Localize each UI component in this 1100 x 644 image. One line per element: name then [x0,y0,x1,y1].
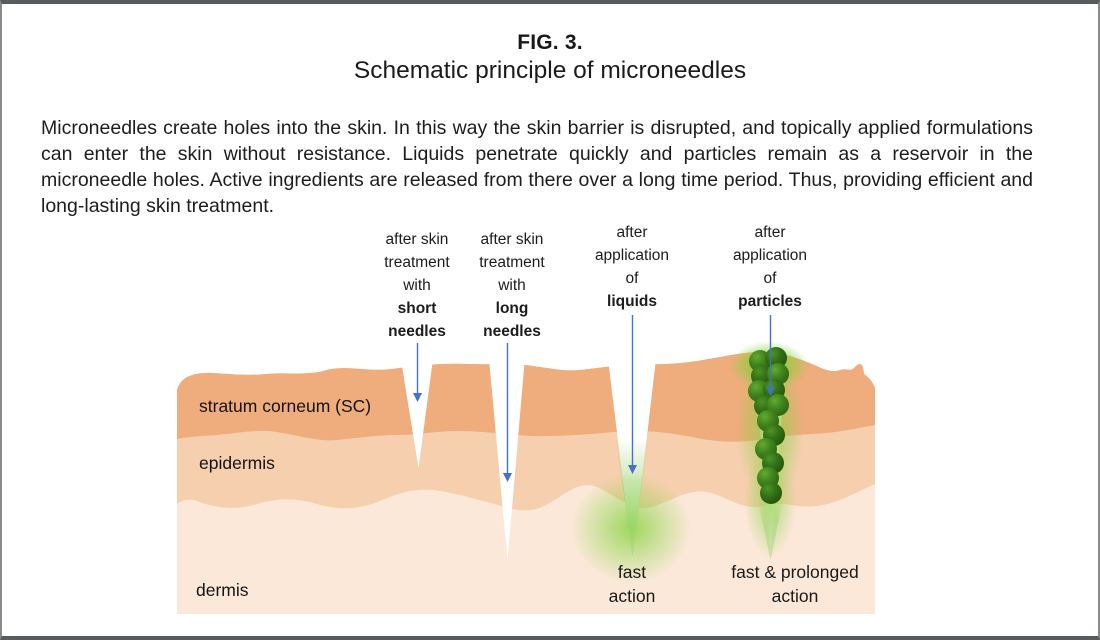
arrow-long-needles [503,343,512,482]
stratum-corneum-shape [177,351,875,442]
label-line: long [495,300,529,317]
microneedle-diagram: after skin treatment with short needles … [2,4,1100,644]
label-line: liquids [607,293,657,310]
label-after-short-needles: after skin treatment with short needles [355,228,479,343]
label-line: particles [738,293,802,310]
figure-number: FIG. 3. [517,31,583,54]
label-line: after [616,224,648,241]
skin-schematic-svg [177,315,875,614]
liquid-action-glow [571,438,691,583]
label-line: needles [483,323,541,340]
arrow-particles [766,315,775,396]
label-line: needles [388,323,446,340]
label-after-long-needles: after skin treatment with long needles [450,228,574,343]
label-line: with [498,277,526,294]
label-line: action [771,586,819,606]
label-line: application [594,247,670,264]
figure-title: Schematic principle of microneedles [353,57,747,84]
label-after-particles: after application of particles [708,221,832,313]
label-line: of [625,270,639,287]
label-line: application [732,247,808,264]
label-line: treatment [384,254,450,271]
particle-stack [748,347,789,504]
arrow-short-needles [413,343,422,402]
label-fast-prolonged-action: fast & prolonged action [720,560,870,608]
hole-short-needle [401,359,433,468]
label-line: after skin [480,231,544,248]
arrow-liquids [628,315,637,474]
figure-description: Microneedles create holes into the skin.… [41,117,1033,217]
label-stratum-corneum: stratum corneum (SC) [199,396,372,416]
label-line: fast & prolonged [731,562,859,582]
label-line: after [754,224,786,241]
label-fast-action: fast action [582,560,682,608]
label-line: after skin [385,231,449,248]
label-line: of [763,270,777,287]
label-line: action [608,586,656,606]
label-line: fast [617,562,647,582]
label-line: with [403,277,431,294]
label-line: treatment [479,254,545,271]
label-after-liquids: after application of liquids [570,221,694,313]
label-epidermis: epidermis [199,453,275,473]
pointer-arrows [413,315,775,482]
label-dermis: dermis [196,580,249,600]
label-line: short [397,300,437,317]
